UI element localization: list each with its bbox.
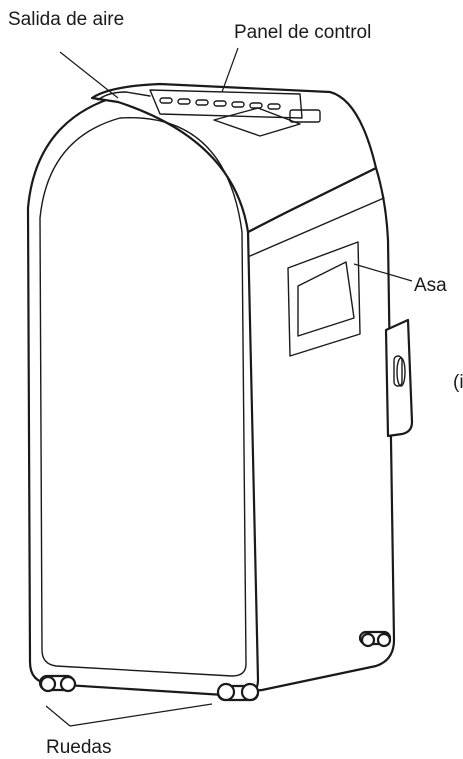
wheels-label: Ruedas bbox=[46, 738, 112, 757]
wheel-front-right bbox=[218, 684, 258, 700]
air-outlet-label: Salida de aire bbox=[8, 10, 124, 29]
wheel-front-left bbox=[40, 676, 75, 691]
leader-control-panel bbox=[222, 48, 238, 92]
control-panel-label: Panel de control bbox=[234, 23, 371, 42]
cut-off-label: (i bbox=[453, 373, 463, 392]
unit-side-panel bbox=[246, 168, 394, 690]
leader-air-outlet bbox=[60, 52, 118, 98]
leader-wheel-left bbox=[46, 706, 70, 726]
leader-wheel-right bbox=[70, 704, 212, 726]
wheel-rear-right bbox=[360, 632, 390, 646]
handle-label: Asa bbox=[414, 276, 447, 295]
rear-attachment bbox=[386, 320, 412, 436]
